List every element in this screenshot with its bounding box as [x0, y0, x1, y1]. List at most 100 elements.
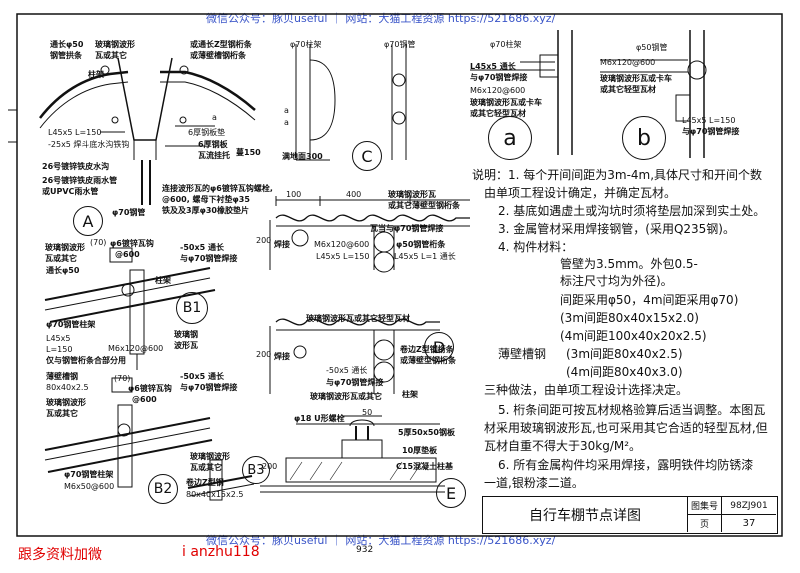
label-B3-1: 80x40x15x2.5 [186, 490, 244, 499]
label-A-19: 铁及及3厚φ30橡胶垫片 [162, 206, 249, 215]
detail-marker-A: A [73, 206, 103, 236]
label-A-4: 或通长Z型钢桁条 [190, 40, 252, 49]
label-D-6: 玻璃钢波形瓦 [388, 190, 436, 199]
note-line-8: (3m间距80x40x15x2.0) [560, 311, 699, 325]
label-C-2: a [284, 106, 289, 115]
label-A-15: 或UPVC雨水管 [42, 187, 99, 196]
drawing-title: 自行车棚节点详图 [483, 497, 688, 532]
label-A-6: 柱架 [88, 70, 104, 79]
label-B2-7: 与φ70钢管焊接 [180, 383, 238, 392]
label-A-10: 6厚钢板垫 [188, 128, 226, 137]
detail-marker-a: a [488, 116, 532, 160]
label-a-3: M6x120@600 [470, 86, 526, 95]
label-D-14: 200 [256, 350, 272, 359]
label-B1-9: φ70钢管柱架 [46, 320, 96, 329]
label-E-5: 200 [262, 462, 278, 471]
label-D-9: 瓦当与φ70钢管焊接 [370, 224, 444, 233]
label-D-8: φ50钢管桁条 [396, 240, 446, 249]
note-line-17: 6. 所有金属构件均采用焊接，露明铁件均防锈漆 [498, 458, 754, 472]
page-number: 37 [742, 518, 756, 529]
label-b-5: 与φ70钢管焊接 [682, 127, 740, 136]
label-B1-14: 玻璃钢 [174, 330, 198, 339]
label-B1-4: 玻璃钢波形 [45, 243, 85, 252]
atlas-label: 图集号 [688, 497, 722, 515]
label-D-15: 焊接 [274, 352, 290, 361]
note-line-1: 由单项工程设计确定，并确定瓦材。 [484, 186, 677, 200]
label-C-0: φ70柱架 [290, 40, 322, 49]
note-line-15: 材采用玻璃钢波形瓦,也可采用其它合适的轻型瓦材,但 [484, 421, 768, 435]
label-C-3: a [284, 118, 289, 127]
label-A-11: 蔓150 [236, 148, 261, 157]
label-D-4: M6x120@600 [314, 240, 370, 249]
note-line-13: 三种做法，由单项工程设计选择决定。 [484, 383, 689, 397]
label-B1-0: φ6镀锌瓦钩 [110, 239, 154, 248]
label-b-3: 或其它轻型瓦材 [600, 85, 656, 94]
label-B3-0: 卷边Z型钢 [186, 478, 224, 487]
note-line-12: (4m间距80x40x3.0) [566, 365, 683, 379]
label-D-17: 与φ70钢管焊接 [326, 378, 384, 387]
label-B1-15: 波形瓦 [174, 341, 198, 350]
label-E-1: 50 [362, 408, 373, 417]
note-line-18: 一道,银粉漆二道。 [484, 476, 584, 490]
label-B1-13: M6x120@600 [108, 344, 164, 353]
label-a-2: 与φ70钢管焊接 [470, 73, 528, 82]
label-B1-6: (70) [90, 238, 107, 247]
label-A-5: 或薄壁槽钢桁条 [190, 51, 246, 60]
label-a-1: L45x5 通长 [470, 62, 516, 71]
label-A-20: a [212, 113, 217, 122]
label-A-13: 26号镀锌铁皮水沟 [42, 162, 110, 171]
label-B1-12: 仅与钢管桁条合部分用 [46, 356, 126, 365]
note-line-2: 2. 基底如遇虚土或沟坑时须将垫层加深到实土处。 [498, 204, 766, 218]
label-E-0: φ18 U形螺栓 [294, 414, 345, 423]
label-B2-1: 80x40x2.5 [46, 383, 89, 392]
note-line-3: 3. 金属管材采用焊接钢管，(采用Q235钢)。 [498, 222, 735, 236]
label-D-10: L45x5 L=1 通长 [394, 252, 456, 261]
label-D-1: 400 [346, 190, 362, 199]
page-label: 页 [688, 515, 722, 532]
detail-marker-D: D [424, 332, 454, 362]
label-A-2: 玻璃钢波形 [95, 40, 135, 49]
contact-id: i anzhu118 [182, 544, 260, 560]
label-B2-3: 瓦或其它 [46, 409, 78, 418]
label-B2-4: φ6镀锌瓦钩 [128, 384, 172, 393]
label-D-18: 玻璃钢波形瓦或其它 [310, 392, 382, 401]
note-line-4: 4. 构件材料： [498, 240, 574, 254]
label-B1-8: 柱架 [155, 276, 171, 285]
label-A-0: 通长φ50 [50, 40, 84, 49]
label-a-0: φ70柱架 [490, 40, 522, 49]
label-B1-1: @600 [115, 250, 140, 259]
detail-marker-E: E [436, 478, 466, 508]
label-A-8: -25x5 焊斗底水沟铁钩 [48, 140, 130, 149]
label-B1-3: 与φ70钢管焊接 [180, 254, 238, 263]
label-B2-6: -50x5 通长 [180, 372, 224, 381]
label-E-3: 10厚垫板 [402, 446, 438, 455]
label-B2-0: 薄壁槽钢 [46, 372, 78, 381]
title-block: 自行车棚节点详图 图集号 98ZJ901 页 37 [482, 496, 778, 534]
label-A-3: 瓦或其它 [95, 51, 127, 60]
label-a-4: 玻璃钢波形瓦或卡车 [470, 98, 542, 107]
label-b-1: M6x120@600 [600, 58, 656, 67]
label-D-7: 或其它薄壁型钢桁条 [388, 201, 460, 210]
note-line-0: 说明：1. 每个开间间距为3m-4m,具体尺寸和开间个数 [472, 168, 763, 182]
detail-marker-b: b [622, 116, 666, 160]
detail-marker-B2: B2 [148, 474, 178, 504]
label-B1-7: 通长φ50 [46, 266, 80, 275]
label-B2-9: φ70钢管柱架 [64, 470, 114, 479]
note-line-16: 瓦材自重不得大于30kg/M²。 [484, 439, 642, 453]
label-B1-2: -50x5 通长 [180, 243, 224, 252]
label-D-16: -50x5 通长 [326, 366, 368, 375]
detail-marker-B1: B1 [176, 292, 208, 324]
label-C-1: φ70钢管 [384, 40, 416, 49]
label-A-1: 钢管拱条 [50, 51, 82, 60]
note-line-5: 管壁为3.5mm。外包0.5- [560, 257, 698, 271]
label-D-3: 焊接 [274, 240, 290, 249]
note-line-7: 间距采用φ50，4m间距采用φ70) [560, 293, 739, 307]
label-b-4: L45x5 L=150 [682, 116, 736, 125]
contact-text: 跟多资料加微 [18, 547, 102, 563]
label-D-11: 玻璃钢波形瓦或其它轻型瓦材 [306, 314, 410, 323]
label-A-16: φ70钢管 [112, 208, 146, 217]
label-B2-2: 玻璃钢波形 [46, 398, 86, 407]
note-line-14: 5. 桁条间距可按瓦材规格验算后适当调整。本图瓦 [498, 403, 766, 417]
label-E-2: 5厚50x50钢板 [398, 428, 455, 437]
